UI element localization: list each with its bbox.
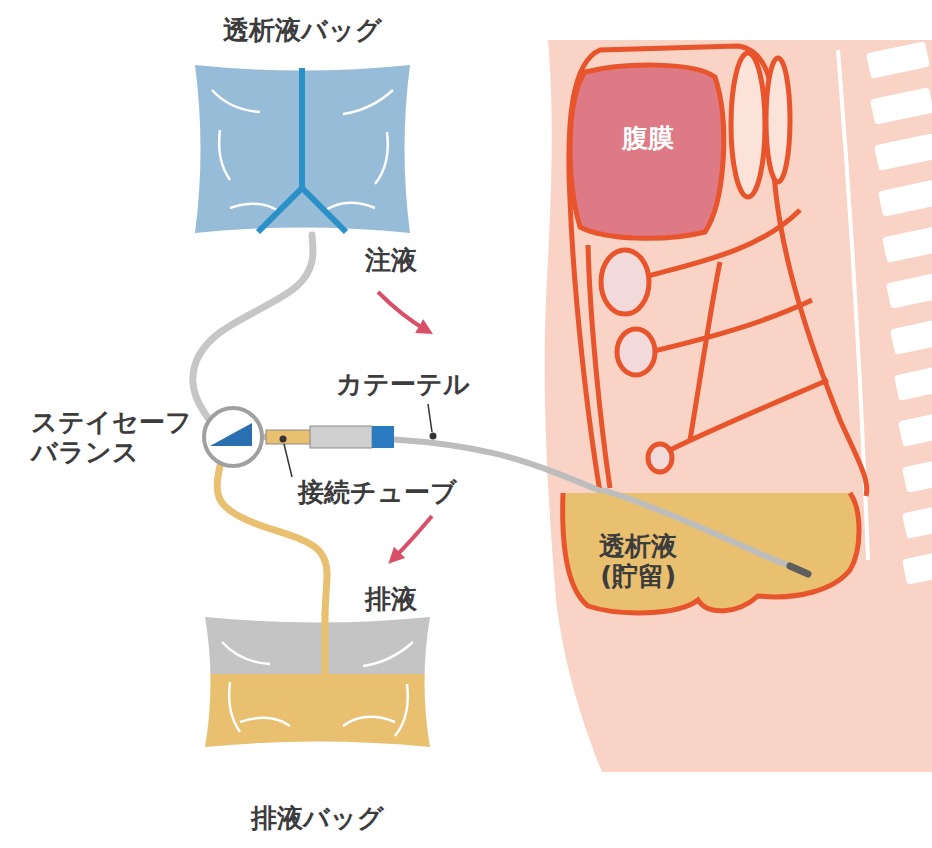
vertebra xyxy=(886,271,932,309)
peritoneum-line xyxy=(569,46,867,496)
valve-indicator xyxy=(210,423,252,446)
vertebra xyxy=(898,409,932,447)
vertebra xyxy=(882,225,932,263)
dialysate-pool: 透析液 (貯留) xyxy=(558,490,863,618)
bag-crease xyxy=(363,642,413,666)
leader-dot xyxy=(430,433,437,440)
flow-label: 排液 xyxy=(365,585,417,615)
vertebra xyxy=(870,87,932,125)
balance-valve: ステイセーフ バランス xyxy=(200,404,266,470)
dialysate-bag-shape xyxy=(190,60,415,238)
vertebra xyxy=(894,363,932,401)
flow-arrow xyxy=(394,516,432,558)
vertebra xyxy=(866,41,930,79)
catheter-tip xyxy=(790,566,808,574)
adapter xyxy=(310,426,372,448)
vertebra xyxy=(878,179,932,217)
bag-crease xyxy=(240,718,290,726)
region-label: 透析液 (貯留) xyxy=(594,532,682,592)
vertebra xyxy=(902,547,932,585)
vertebra xyxy=(902,455,932,493)
bag-fluid xyxy=(200,674,435,752)
flow-label: 注液 xyxy=(365,246,417,276)
bag-crease xyxy=(229,682,240,732)
leader-line xyxy=(428,404,432,432)
bag-crease xyxy=(323,203,375,212)
part-name: 排液バッグ xyxy=(160,804,475,834)
bag-body xyxy=(195,65,410,233)
bag-empty-part xyxy=(200,612,435,674)
bag-crease xyxy=(219,130,230,180)
pool-fill xyxy=(563,493,859,613)
adapter-cap xyxy=(372,426,394,448)
region-label: 腹膜 xyxy=(565,124,730,154)
dialysate-bag: 透析液バッグ xyxy=(190,60,415,238)
tube xyxy=(193,235,313,418)
part-label: カテーテル xyxy=(336,370,470,400)
bag-crease xyxy=(395,684,408,736)
peritoneum-inner-line xyxy=(588,245,610,488)
skin xyxy=(545,40,932,772)
valve-dial xyxy=(204,408,262,466)
bag-crease xyxy=(212,90,260,112)
organ xyxy=(648,444,672,472)
vertebra xyxy=(890,317,932,355)
bag-seam xyxy=(258,68,346,232)
bag-crease xyxy=(343,717,395,726)
drain-bag: 排液バッグ xyxy=(200,612,435,752)
vertebra xyxy=(874,133,932,171)
leader-line xyxy=(284,444,292,477)
spine xyxy=(866,41,932,585)
peritoneum: 腹膜 xyxy=(565,62,730,240)
mesentery xyxy=(666,380,828,452)
mesentery xyxy=(690,262,720,440)
spinal-canal xyxy=(838,50,868,560)
bag-crease xyxy=(375,132,388,184)
drain-inlet xyxy=(322,612,329,676)
part-label: 接続チューブ xyxy=(298,478,457,508)
organ xyxy=(617,329,655,375)
intestine-loop xyxy=(731,53,765,197)
connection-tube xyxy=(266,430,311,444)
vertebra xyxy=(902,501,932,539)
pool-wall xyxy=(563,493,859,613)
organ xyxy=(601,250,649,314)
flow-arrow xyxy=(378,292,426,330)
bag-crease xyxy=(230,204,280,212)
mesentery xyxy=(650,300,812,352)
bag-crease xyxy=(343,90,393,114)
part-name: 透析液バッグ xyxy=(150,16,455,46)
leader-dot xyxy=(280,436,287,443)
drain-bag-shape xyxy=(200,612,435,752)
bag-crease xyxy=(222,642,270,664)
balance-valve-shape xyxy=(200,404,266,470)
part-name: ステイセーフ バランス xyxy=(31,408,192,468)
intestine-loop xyxy=(766,58,790,182)
